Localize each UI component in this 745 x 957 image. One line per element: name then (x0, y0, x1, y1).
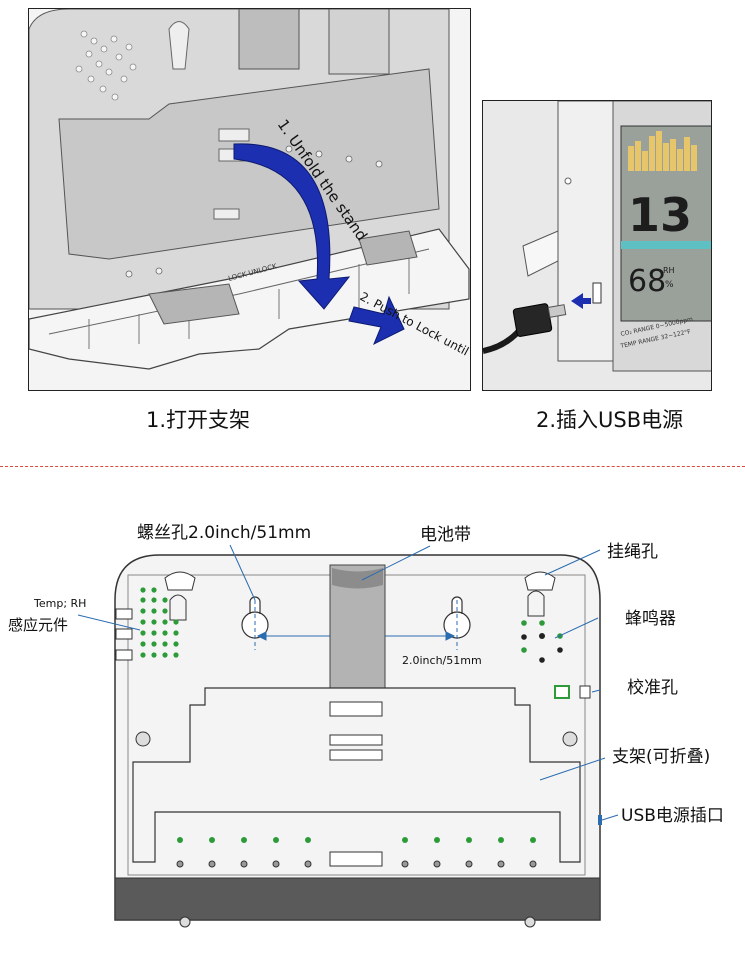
step2-illustration: 13 68 RH % CO₂ RANGE 0~5000ppm TEMP RANG… (482, 100, 712, 391)
vent-dots (75, 30, 137, 101)
push-arrow (348, 295, 405, 346)
folding-stand (132, 687, 581, 863)
step1-caption: 1.打开支架 (146, 408, 251, 432)
step1-illustration: LOCK UNLOCK 1. Unfold the stand 2. Push … (28, 8, 471, 391)
insert-arrow (571, 293, 591, 309)
screws (135, 731, 578, 747)
buzzer-label: 蜂鸣器 (625, 609, 676, 629)
step2-caption: 2.插入USB电源 (536, 408, 684, 432)
usb-port (592, 282, 602, 304)
leader-lines (77, 544, 619, 821)
lcd-rh-unit: RH (663, 266, 675, 275)
calibration-label: 校准孔 (627, 678, 678, 698)
lcd-rh-value: 68 (628, 264, 666, 299)
bottom-band (114, 877, 601, 921)
screw-hole-label: 螺丝孔2.0inch/51mm (137, 523, 312, 543)
stand-unfold-drawing: LOCK UNLOCK 1. Unfold the stand 2. Push … (29, 9, 470, 378)
usb-plug (512, 303, 553, 337)
usb-port-marker (598, 815, 602, 825)
sensor-label-en: Temp; RH (34, 597, 87, 610)
back-panel-diagram (77, 544, 619, 928)
calibration-hole (554, 685, 570, 699)
battery-strap-label: 电池带 (420, 525, 471, 545)
sensor-label-cn: 感应元件 (8, 616, 69, 634)
usb-plug-drawing: 13 68 RH % CO₂ RANGE 0~5000ppm TEMP RANG… (483, 101, 711, 372)
lcd-pct: % (665, 280, 674, 290)
section-divider (0, 466, 745, 467)
stand-dot-rows (176, 837, 537, 868)
sensor-vents (140, 587, 179, 658)
lcd-digits: 13 (628, 188, 692, 242)
unfold-arrow (233, 143, 351, 310)
stand-label: 支架(可折叠) (612, 747, 711, 767)
sensor-tabs (115, 608, 133, 661)
lanyard-hole-label: 挂绳孔 (607, 542, 658, 562)
dimension-label: 2.0inch/51mm (402, 654, 482, 667)
usb-port-label: USB电源插口 (621, 806, 724, 826)
stand-slots (329, 701, 383, 867)
lanyard-holes (164, 571, 556, 621)
